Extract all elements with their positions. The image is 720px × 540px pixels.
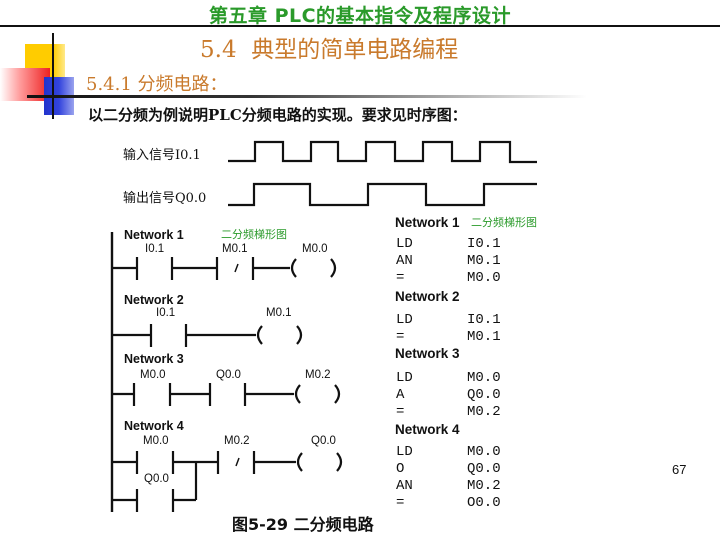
stl-n4-op2: AN xyxy=(396,478,413,494)
network1-rung xyxy=(112,257,337,280)
ladder-network1-label: Network 1 xyxy=(124,228,184,242)
stl-n2-op1: = xyxy=(396,329,405,345)
section-title: 5.4 典型的简单电路编程 xyxy=(200,37,459,63)
network3-rung xyxy=(112,383,341,406)
ladder-n3-coil: M0.2 xyxy=(305,369,331,381)
ladder-n4-contact1: M0.0 xyxy=(143,435,169,447)
decor-vertical-line xyxy=(52,33,54,119)
stl-n1-op1: AN xyxy=(396,253,413,269)
stl-n1-arg2: M0.0 xyxy=(467,270,501,286)
stl-network4-label: Network 4 xyxy=(395,422,460,437)
stl-n3-arg1: Q0.0 xyxy=(467,387,501,403)
ladder-n3-contact2: Q0.0 xyxy=(216,369,241,381)
description-text: 以二分频为例说明PLC分频电路的实现。要求见时序图： xyxy=(88,106,467,124)
header-divider xyxy=(0,25,720,27)
ladder-network1-note: 二分频梯形图 xyxy=(221,228,287,241)
stl-n3-arg2: M0.2 xyxy=(467,404,501,420)
stl-n2-arg0: I0.1 xyxy=(467,312,501,328)
subsection-title: 5.4.1 分频电路： xyxy=(86,74,228,95)
output-signal-label: 输出信号Q0.0 xyxy=(123,191,207,206)
network4-rung xyxy=(112,451,343,512)
stl-n4-arg3: O0.0 xyxy=(467,495,501,511)
stl-n2-arg1: M0.1 xyxy=(467,329,501,345)
stl-n4-op3: = xyxy=(396,495,405,511)
stl-n3-op1: A xyxy=(396,387,405,403)
stl-n2-op0: LD xyxy=(396,312,413,328)
network2-rung xyxy=(112,324,303,347)
ladder-n4-branch-contact: Q0.0 xyxy=(144,473,169,485)
stl-network2-label: Network 2 xyxy=(395,289,460,304)
figure-caption: 图5-29 二分频电路 xyxy=(232,515,374,534)
stl-n1-op0: LD xyxy=(396,236,413,252)
stl-network1-label: Network 1 xyxy=(395,215,460,230)
stl-n4-arg0: M0.0 xyxy=(467,444,501,460)
output-waveform xyxy=(228,182,537,207)
stl-network1-note: 二分频梯形图 xyxy=(471,216,537,229)
stl-n3-op0: LD xyxy=(396,370,413,386)
ladder-n1-contact2: M0.1 xyxy=(222,243,248,255)
ladder-n1-coil: M0.0 xyxy=(302,243,328,255)
stl-n4-op0: LD xyxy=(396,444,413,460)
stl-n4-arg1: Q0.0 xyxy=(467,461,501,477)
stl-n3-arg0: M0.0 xyxy=(467,370,501,386)
input-waveform xyxy=(228,140,537,164)
ladder-n3-contact1: M0.0 xyxy=(140,369,166,381)
ladder-n4-coil: Q0.0 xyxy=(311,435,336,447)
ladder-n2-contact1: I0.1 xyxy=(156,307,176,319)
stl-n1-arg0: I0.1 xyxy=(467,236,501,252)
stl-network3-label: Network 3 xyxy=(395,346,460,361)
ladder-n1-contact1: I0.1 xyxy=(145,243,165,255)
input-signal-label: 输入信号I0.1 xyxy=(123,148,201,163)
ladder-n2-coil: M0.1 xyxy=(266,307,292,319)
stl-n1-arg1: M0.1 xyxy=(467,253,501,269)
ladder-n4-contact2: M0.2 xyxy=(224,435,250,447)
chapter-title: 第五章 PLC的基本指令及程序设计 xyxy=(208,5,512,27)
stl-n4-arg2: M0.2 xyxy=(467,478,501,494)
ladder-network4-label: Network 4 xyxy=(124,419,184,433)
decor-horizontal-line xyxy=(27,95,587,98)
page-number: 67 xyxy=(672,462,687,477)
ladder-network3-label: Network 3 xyxy=(124,352,184,366)
stl-n4-op1: O xyxy=(396,461,405,477)
stl-n3-op2: = xyxy=(396,404,405,420)
stl-n1-op2: = xyxy=(396,270,405,286)
ladder-network2-label: Network 2 xyxy=(124,293,184,307)
